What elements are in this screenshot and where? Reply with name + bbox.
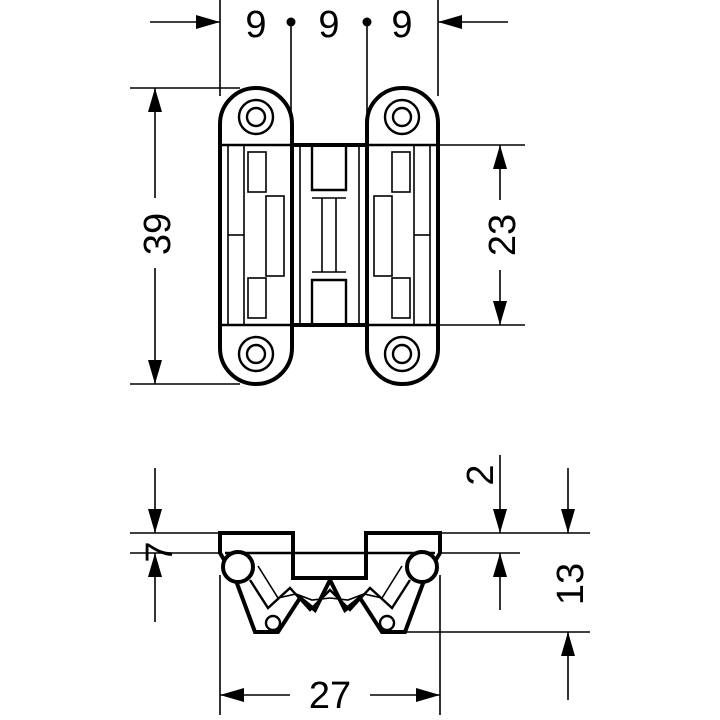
dim-top-segment-1: 9	[245, 4, 266, 46]
dim-side-height-right: 13	[550, 563, 592, 605]
dim-side-width: 27	[309, 675, 351, 717]
hinge-right-leaf	[365, 86, 440, 386]
dim-side-height-left: 7	[139, 541, 181, 562]
hinge-side-view: 7 2 13 27	[130, 455, 592, 717]
dim-height-body: 23	[482, 214, 524, 256]
dim-top-segment-3: 9	[391, 4, 412, 46]
dim-top-segment-2: 9	[318, 4, 339, 46]
hinge-middle-link	[290, 143, 369, 327]
dim-side-offset-top: 2	[460, 464, 502, 485]
dim-height-total: 39	[137, 213, 179, 255]
hinge-top-view: 9 9 9 39 23	[130, 0, 525, 386]
hinge-left-leaf	[218, 86, 294, 386]
